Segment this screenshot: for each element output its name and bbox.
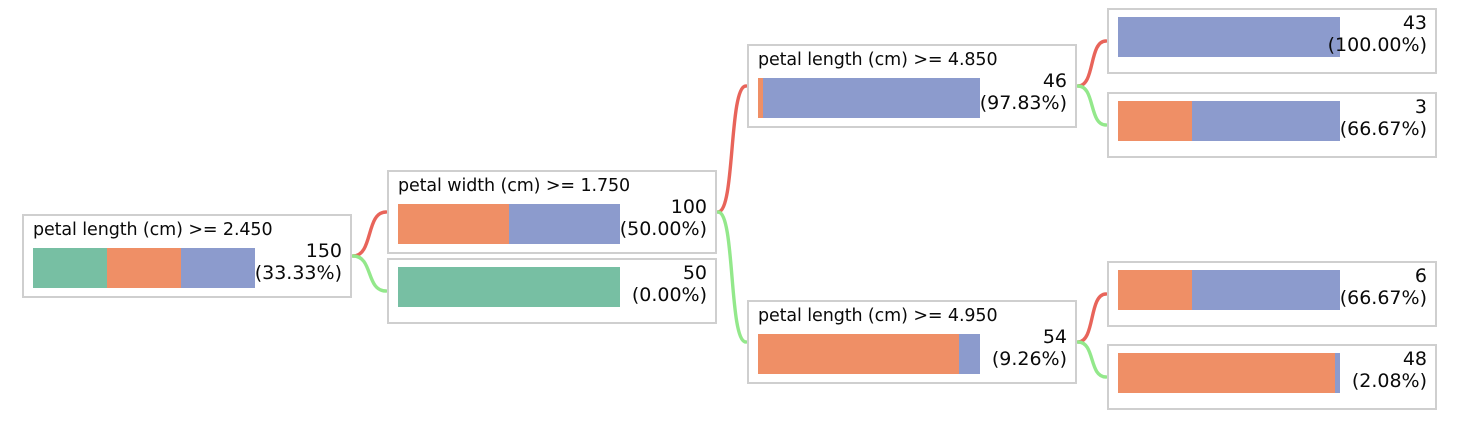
node-purity-percent: (50.00%): [619, 218, 707, 241]
node-condition-label: petal length (cm) >= 2.450: [33, 220, 273, 240]
tree-edge-true: [1076, 39, 1108, 88]
class-distribution-bar: [1118, 353, 1340, 393]
node-sample-count: 150: [305, 240, 342, 262]
class-distribution-bar: [398, 267, 620, 307]
bar-segment-virginica: [1335, 353, 1340, 393]
node-stats: 54(9.26%): [992, 326, 1067, 370]
class-distribution-bar: [1118, 17, 1340, 57]
tree-edge-false: [1076, 84, 1108, 127]
bar-segment-versicolor: [106, 248, 181, 288]
tree-edge-false: [1076, 340, 1108, 379]
node-stats: 100(50.00%): [620, 196, 707, 240]
bar-segment-virginica: [1191, 270, 1340, 310]
bar-segment-setosa: [33, 248, 107, 288]
tree-leaf-node[interactable]: 3(66.67%): [1107, 92, 1437, 158]
bar-segment-virginica: [762, 78, 980, 118]
node-stats: 50(0.00%): [632, 262, 707, 306]
tree-edge-false: [351, 254, 388, 293]
node-purity-percent: (66.67%): [1339, 287, 1427, 310]
bar-segment-setosa: [398, 267, 620, 307]
bar-segment-versicolor: [1118, 101, 1192, 141]
bar-segment-virginica: [180, 248, 255, 288]
bar-segment-virginica: [1191, 101, 1340, 141]
class-distribution-bar: [1118, 101, 1340, 141]
class-distribution-bar: [1118, 270, 1340, 310]
node-purity-percent: (0.00%): [631, 284, 707, 307]
node-sample-count: 100: [670, 196, 707, 218]
bar-segment-versicolor: [398, 204, 509, 244]
node-stats: 43(100.00%): [1328, 12, 1427, 56]
class-distribution-bar: [33, 248, 255, 288]
node-stats: 48(2.08%): [1352, 348, 1427, 392]
node-purity-percent: (97.83%): [979, 92, 1067, 115]
node-purity-percent: (9.26%): [991, 348, 1067, 371]
tree-leaf-node[interactable]: 6(66.67%): [1107, 261, 1437, 327]
tree-leaf-node[interactable]: 48(2.08%): [1107, 344, 1437, 410]
node-sample-count: 54: [1042, 326, 1067, 348]
bar-segment-versicolor: [758, 334, 960, 374]
node-stats: 6(66.67%): [1340, 265, 1427, 309]
node-condition-label: petal width (cm) >= 1.750: [398, 176, 631, 196]
bar-segment-versicolor: [758, 78, 763, 118]
node-purity-percent: (33.33%): [254, 262, 342, 285]
bar-segment-versicolor: [1118, 270, 1192, 310]
tree-leaf-node[interactable]: 43(100.00%): [1107, 8, 1437, 74]
class-distribution-bar: [758, 78, 980, 118]
tree-leaf-node[interactable]: 50(0.00%): [387, 258, 717, 324]
node-purity-percent: (100.00%): [1327, 34, 1427, 57]
node-purity-percent: (2.08%): [1351, 370, 1427, 393]
node-purity-percent: (66.67%): [1339, 118, 1427, 141]
node-stats: 3(66.67%): [1340, 96, 1427, 140]
node-stats: 46(97.83%): [980, 70, 1067, 114]
bar-segment-versicolor: [1118, 353, 1336, 393]
node-sample-count: 3: [1414, 96, 1427, 118]
node-condition-label: petal length (cm) >= 4.850: [758, 50, 998, 70]
node-sample-count: 43: [1402, 12, 1427, 34]
class-distribution-bar: [398, 204, 620, 244]
node-stats: 150(33.33%): [255, 240, 342, 284]
node-sample-count: 6: [1414, 265, 1427, 287]
tree-edge-true: [1076, 292, 1108, 344]
tree-edge-true: [716, 84, 748, 214]
bar-segment-virginica: [509, 204, 620, 244]
node-sample-count: 48: [1402, 348, 1427, 370]
bar-segment-virginica: [959, 334, 980, 374]
node-sample-count: 46: [1042, 70, 1067, 92]
tree-edge-false: [716, 210, 748, 344]
node-condition-label: petal length (cm) >= 4.950: [758, 306, 998, 326]
tree-edge-true: [351, 210, 388, 258]
bar-segment-virginica: [1118, 17, 1340, 57]
node-sample-count: 50: [682, 262, 707, 284]
class-distribution-bar: [758, 334, 980, 374]
